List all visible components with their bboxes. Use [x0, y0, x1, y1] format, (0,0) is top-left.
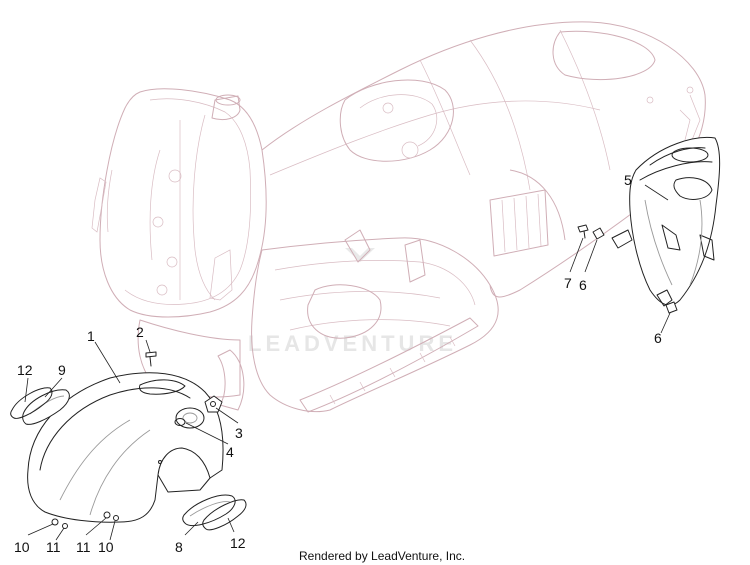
callout-5: 5 [624, 172, 632, 188]
lower-trim-strip-part[interactable] [182, 494, 236, 527]
callout-6-upper: 6 [579, 277, 587, 293]
rear-clip-upper-part[interactable] [592, 227, 605, 240]
callout-9: 9 [58, 362, 66, 378]
callout-1: 1 [87, 328, 95, 344]
callout-12-right: 12 [230, 535, 246, 551]
callout-11-left: 11 [46, 539, 61, 555]
callout-8: 8 [175, 539, 183, 555]
scooter-frame [91, 21, 706, 413]
callouts: 1 2 3 4 5 6 6 7 8 9 10 10 11 11 12 12 [14, 172, 662, 555]
callout-7: 7 [564, 275, 572, 291]
callout-12-left: 12 [17, 362, 33, 378]
rear-clip-lower-part[interactable] [665, 301, 678, 314]
leader-lines [24, 184, 671, 541]
watermark: LEADVENTURE [248, 248, 457, 356]
rear-screw-part[interactable] [577, 224, 589, 239]
rear-bracket-part[interactable] [611, 229, 633, 249]
screw-part[interactable] [145, 351, 157, 367]
watermark-text: LEADVENTURE [248, 331, 457, 356]
badge-part[interactable] [174, 418, 186, 426]
credit-text: Rendered by LeadVenture, Inc. [299, 549, 465, 563]
callout-6-lower: 6 [654, 330, 662, 346]
strip-right-part[interactable] [202, 499, 247, 531]
strip-left-part[interactable] [10, 387, 53, 419]
clip-nut-part[interactable] [204, 395, 223, 413]
rear-mudguard-part[interactable] [629, 136, 721, 307]
callout-10-right: 10 [98, 539, 114, 555]
callout-10-left: 10 [14, 539, 30, 555]
callout-3: 3 [235, 425, 243, 441]
washer-right-part[interactable] [103, 511, 111, 519]
front-mudguard-part[interactable] [27, 372, 224, 523]
callout-11-right: 11 [76, 539, 91, 555]
nut-right-part[interactable] [113, 515, 119, 521]
callout-4: 4 [226, 444, 234, 460]
washer-left-part[interactable] [51, 518, 59, 526]
callout-2: 2 [136, 324, 144, 340]
nut-left-part[interactable] [62, 523, 68, 529]
